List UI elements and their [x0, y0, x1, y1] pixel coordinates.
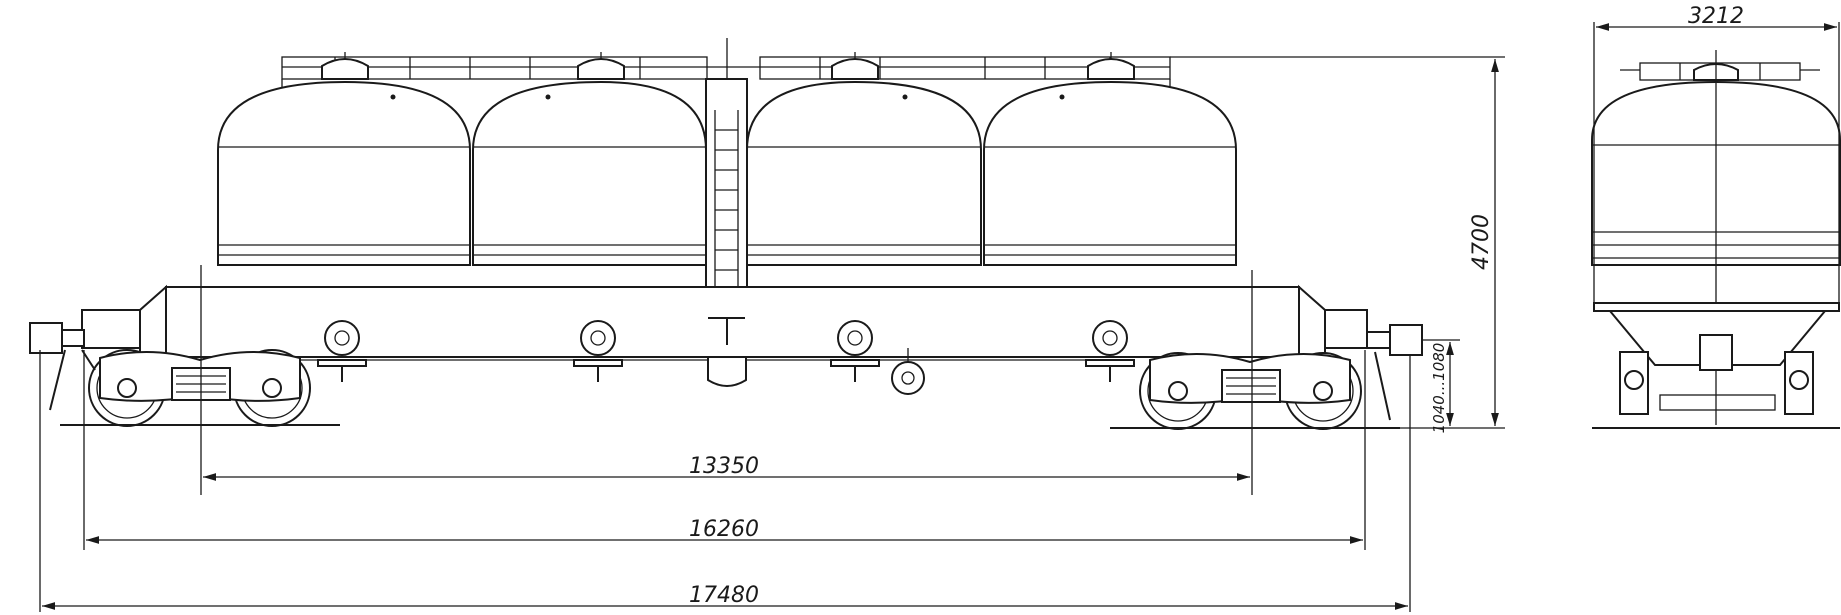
hopper-tanks: [217, 80, 1237, 266]
loading-hatches: [321, 52, 1135, 80]
ladder: [705, 38, 748, 288]
dimension-lines: [42, 59, 1499, 610]
bogie-right: [1110, 352, 1400, 430]
dim-coupler-height: 1040...1080: [1430, 343, 1448, 434]
extension-lines: [39, 56, 1505, 612]
coupler-right: [1366, 324, 1423, 421]
dim-bogie-centers: 13350: [689, 454, 759, 479]
coupler-left: [29, 322, 96, 411]
end-view: 3212: [1591, 4, 1841, 429]
dim-length-coupling: 16260: [689, 517, 759, 542]
dim-width: 3212: [1688, 4, 1744, 29]
dim-height-total: 4700: [1469, 214, 1494, 270]
dim-length-overall: 17480: [689, 583, 759, 608]
discharge-valves: [317, 320, 1135, 395]
bogie-left: [60, 349, 340, 427]
side-view: 13350 16260 17480 4700 1040...1080: [29, 38, 1505, 612]
